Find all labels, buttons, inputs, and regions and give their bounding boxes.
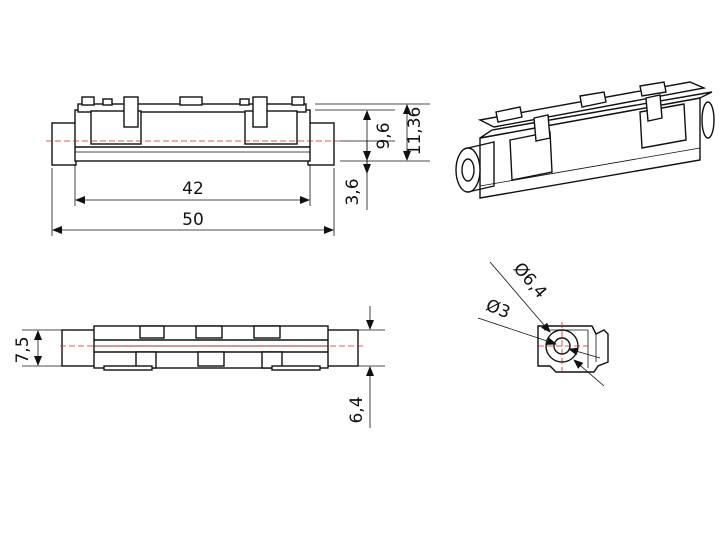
dim-label-3-6: 3,6: [343, 178, 363, 205]
dim-label-42: 42: [182, 179, 204, 199]
dim-label-11-36: 11,36: [405, 107, 425, 156]
dim-label-dia-6-4: Ø6,4: [509, 259, 551, 303]
dim-label-9-6: 9,6: [374, 122, 394, 149]
isometric-view: [455, 81, 715, 199]
front-clip-left: [123, 96, 139, 128]
front-right-pin: [307, 122, 335, 166]
dim-label-dia-3: Ø3: [483, 296, 513, 324]
front-view: 42 50 9,6 11,36 3,6: [46, 96, 430, 236]
side-view: 7,5 6,4: [13, 306, 385, 428]
iso-left-pin: [455, 147, 481, 193]
dim-label-50: 50: [182, 210, 204, 230]
side-right-end: [324, 329, 359, 367]
end-view: Ø6,4 Ø3: [477, 259, 609, 387]
dim-label-7-5: 7,5: [13, 336, 33, 363]
front-clip-right: [252, 96, 268, 128]
side-left-end: [61, 329, 97, 367]
leader-dia-3: [477, 317, 557, 345]
leader-dia-6-4: [489, 261, 551, 333]
end-profile: [537, 325, 609, 373]
front-left-pin: [51, 122, 77, 166]
dim-label-6-4: 6,4: [347, 396, 367, 423]
